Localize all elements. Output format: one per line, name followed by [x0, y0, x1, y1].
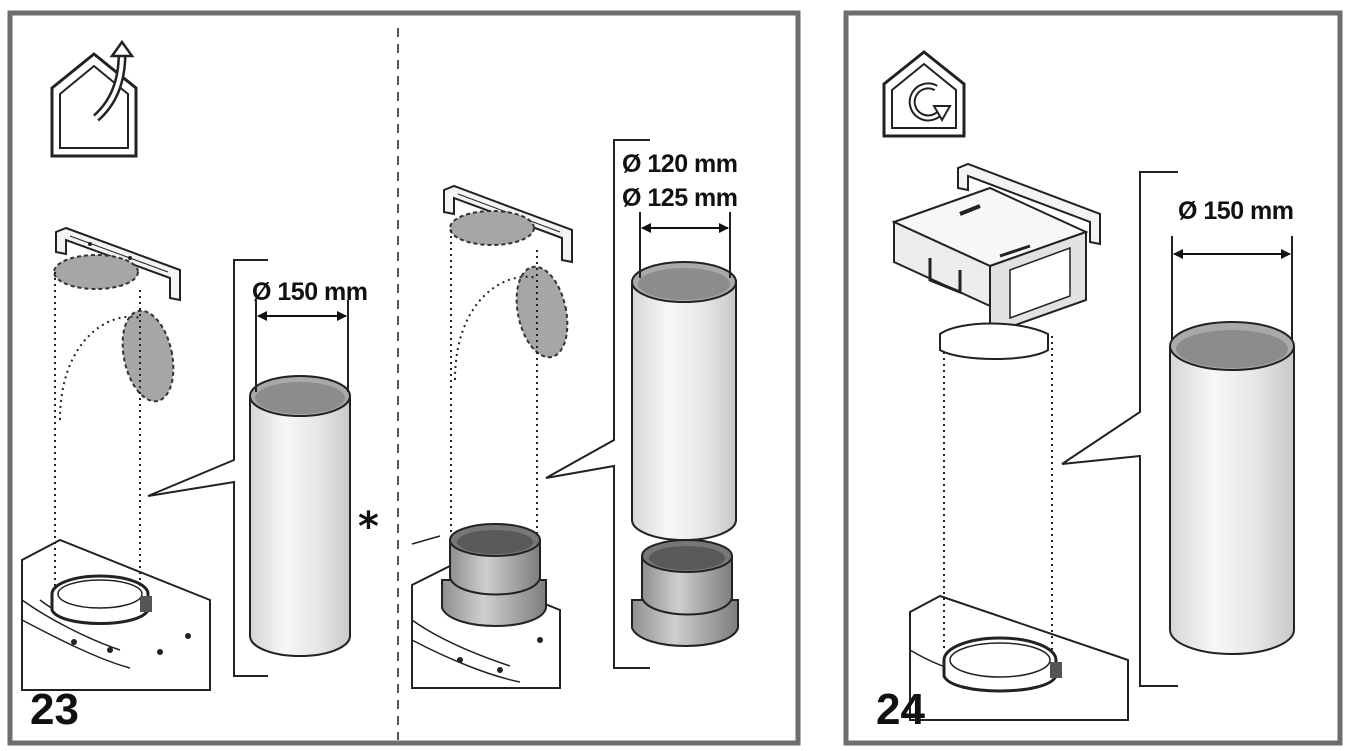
- callout-bracket-150-left: [147, 259, 268, 677]
- label-diameter-150-left: Ø 150 mm: [252, 278, 368, 306]
- label-diameter-125: Ø 125 mm: [622, 184, 738, 212]
- duct-150-left: [249, 375, 351, 657]
- dimension-120-125: Ø 120 mm Ø 125 mm: [622, 150, 738, 278]
- guide-lines-left: [54, 272, 141, 590]
- panel-24: Ø 150 mm 24: [843, 10, 1343, 746]
- guide-lines-panel-24: [943, 336, 1053, 650]
- duct-150-right: [1169, 321, 1295, 655]
- duct-120-125: [631, 261, 737, 541]
- callout-bracket-120-125: [545, 139, 650, 669]
- reducer-adapter-right: [631, 539, 739, 647]
- label-diameter-120: Ø 120 mm: [622, 150, 738, 178]
- callout-bracket-150-right: [1061, 171, 1178, 687]
- guide-lines-right: [450, 230, 538, 538]
- house-extraction-icon: [50, 39, 138, 158]
- recirculation-unit: [891, 162, 1101, 360]
- step-number-24: 24: [876, 685, 925, 734]
- panel-23: Ø 150 mm *: [7, 10, 801, 746]
- reducer-adapter-left: [411, 523, 547, 627]
- label-diameter-150-right: Ø 150 mm: [1178, 197, 1294, 225]
- shaded-outlet-side-right: [515, 265, 569, 359]
- shaded-outlet-top-left: [53, 254, 139, 290]
- asterisk-mark: *: [358, 504, 379, 550]
- dimension-150-left: Ø 150 mm: [252, 278, 368, 392]
- dimension-150-right: Ø 150 mm: [1171, 197, 1294, 340]
- house-recirculation-icon: [882, 50, 966, 138]
- shaded-outlet-top-right: [449, 210, 535, 246]
- flange-ring-panel-24: [942, 636, 1062, 693]
- flange-ring-left: [50, 574, 152, 625]
- wall-bracket-left: [55, 226, 181, 302]
- step-number-23: 23: [30, 685, 79, 734]
- shaded-outlet-side-left: [121, 309, 175, 403]
